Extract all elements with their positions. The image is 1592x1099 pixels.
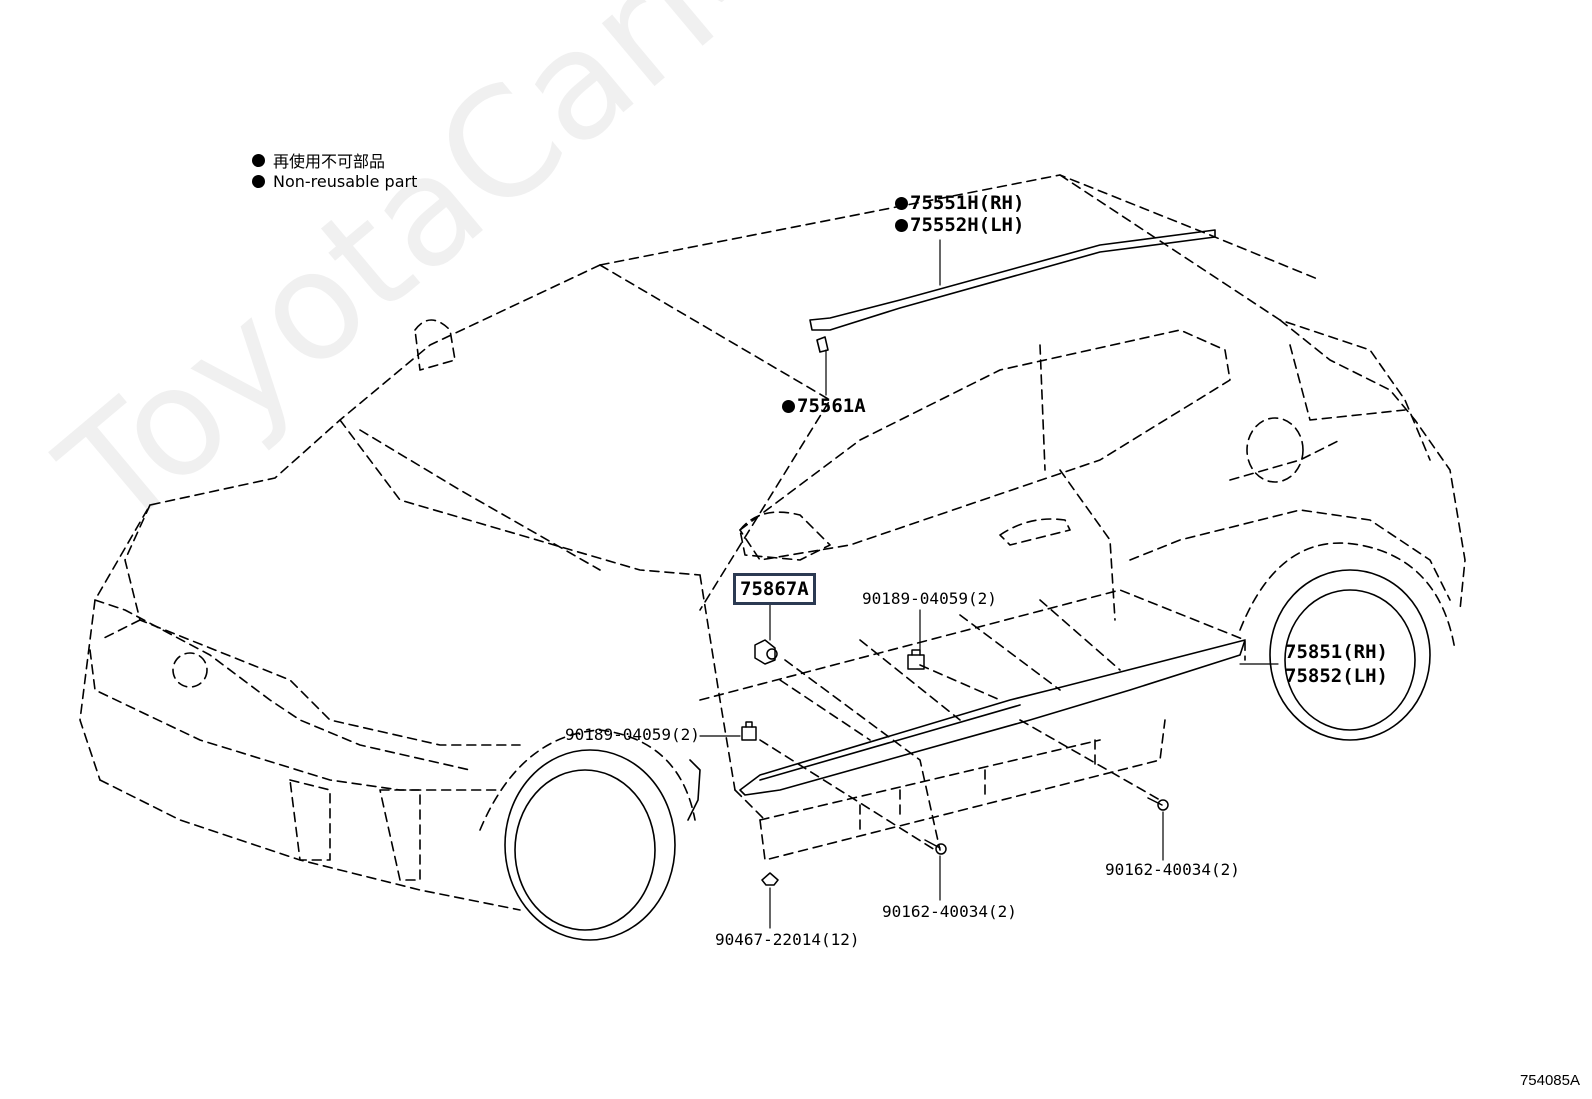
- non-reusable-dot-icon: [782, 400, 795, 413]
- non-reusable-dot-icon: [895, 219, 908, 232]
- part-label-75852[interactable]: 75852(LH): [1285, 665, 1388, 687]
- screw-mid-icon: [924, 839, 947, 855]
- fasteners: [741, 639, 1169, 886]
- leader-lines: [699, 239, 1279, 929]
- non-reusable-dot-icon: [252, 175, 265, 188]
- part-label-90189-left[interactable]: 90189-04059(2): [565, 725, 700, 744]
- part-label-90189-top[interactable]: 90189-04059(2): [862, 589, 997, 608]
- part-label-90162-right[interactable]: 90162-40034(2): [1105, 860, 1240, 879]
- clip-90189-left-icon: [741, 721, 757, 741]
- non-reusable-dot-icon: [895, 197, 908, 210]
- legend-en-text: Non-reusable part: [273, 172, 418, 191]
- part-label-90467[interactable]: 90467-22014(12): [715, 930, 860, 949]
- screw-right-icon: [1147, 797, 1169, 811]
- clip-75867a-icon: [754, 639, 778, 665]
- non-reusable-dot-icon: [252, 153, 265, 167]
- legend-jp-text: 再使用不可部品: [273, 152, 386, 171]
- part-label-90162-mid[interactable]: 90162-40034(2): [882, 902, 1017, 921]
- legend-jp: 再使用不可部品: [252, 148, 385, 172]
- part-label-75551h[interactable]: 75551H(RH): [895, 192, 1024, 214]
- car-solid-lines: [504, 229, 1431, 941]
- car-body-outline: [79, 174, 1466, 911]
- part-label-75867a[interactable]: 75867A: [733, 573, 816, 605]
- part-label-75851[interactable]: 75851(RH): [1285, 641, 1388, 663]
- part-label-75561a[interactable]: 75561A: [782, 395, 866, 417]
- diagram-id: 754085A: [1519, 1072, 1580, 1089]
- part-label-75552h[interactable]: 75552H(LH): [895, 214, 1024, 236]
- legend-en: Non-reusable part: [252, 172, 417, 191]
- nut-icon: [761, 872, 779, 886]
- clip-90189-top-icon: [907, 649, 925, 670]
